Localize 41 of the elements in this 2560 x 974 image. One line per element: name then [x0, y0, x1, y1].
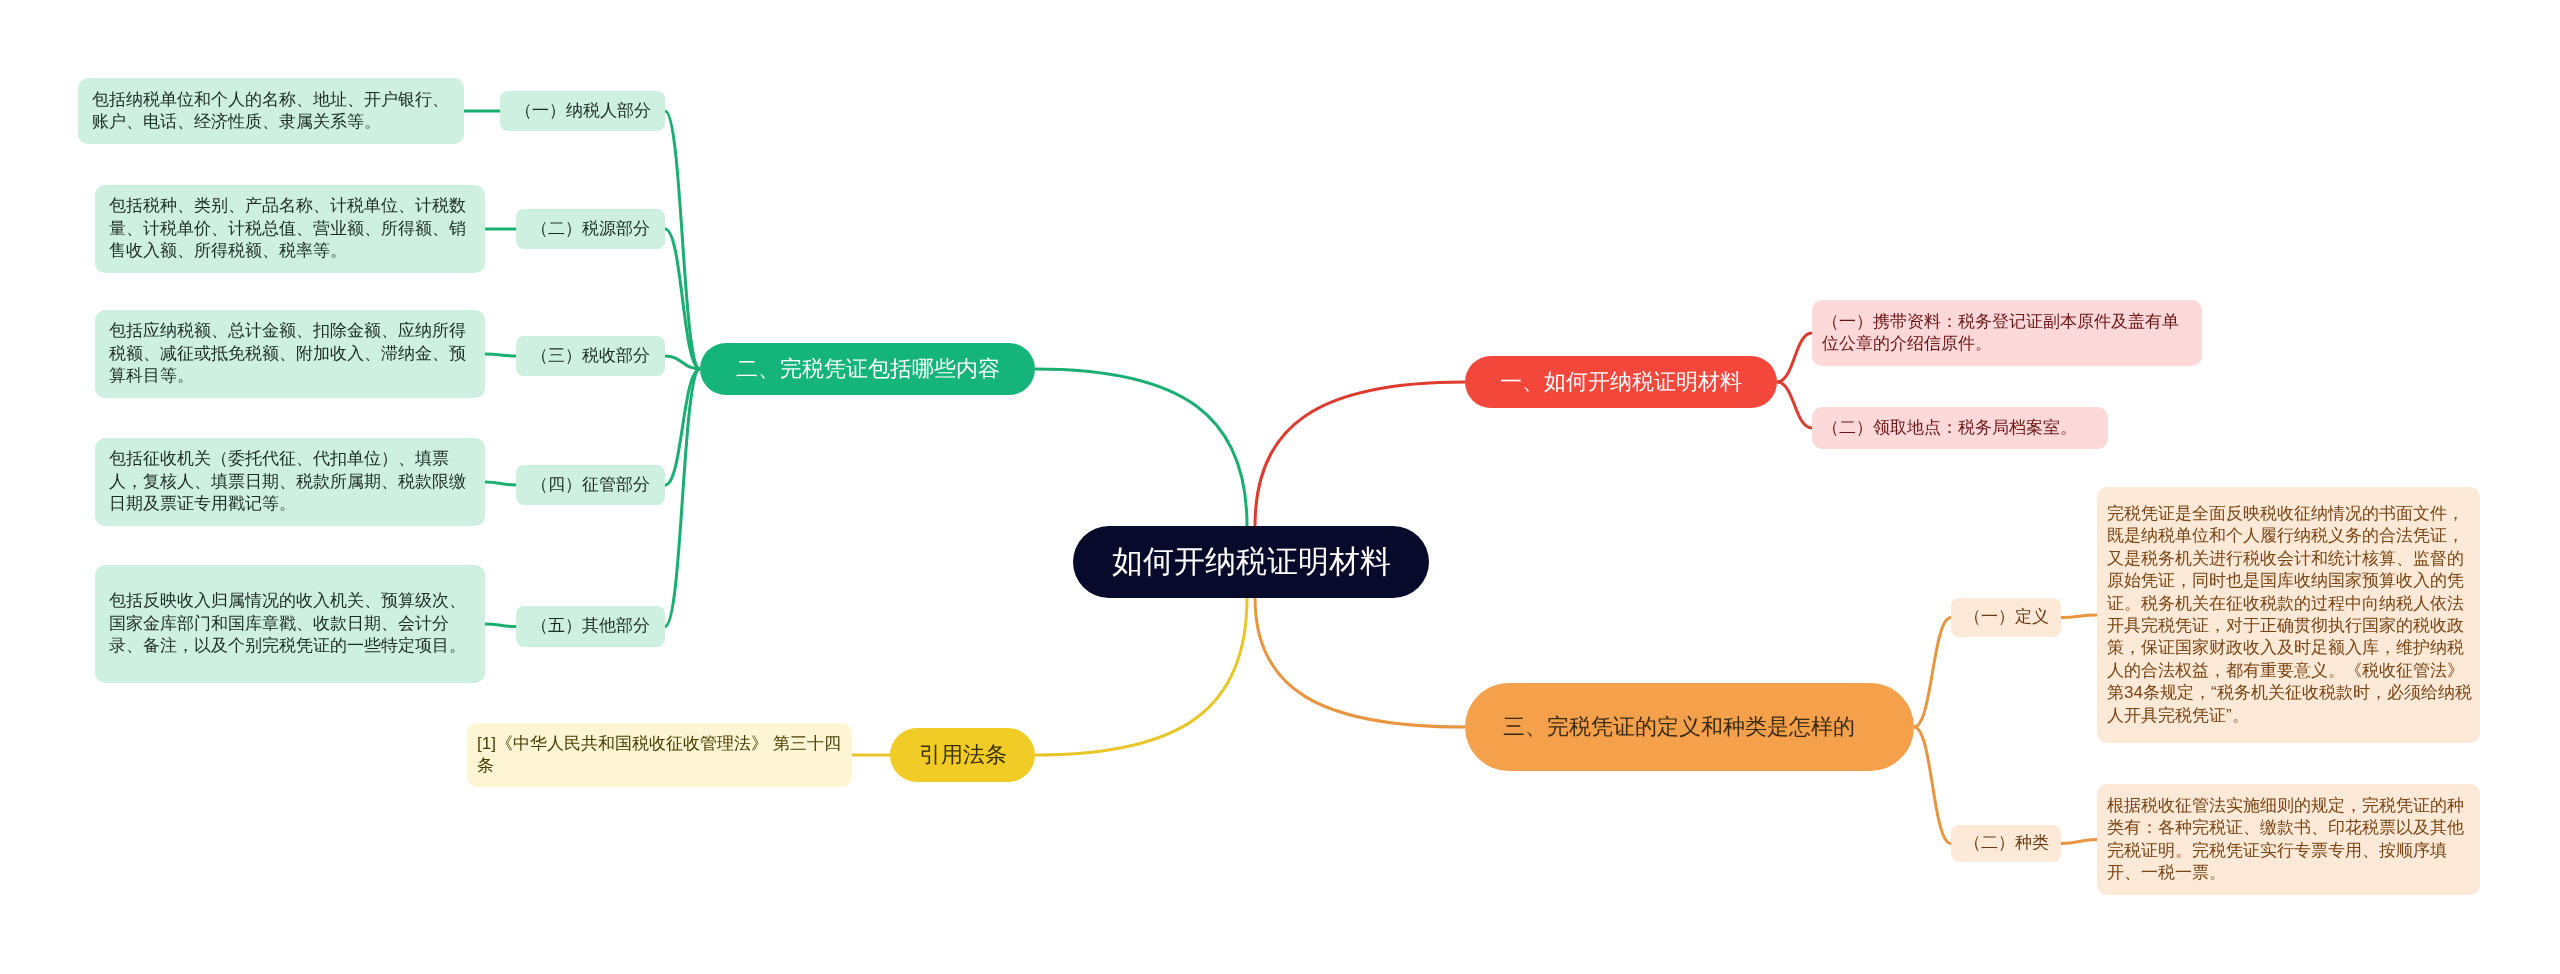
note-box: 包括应纳税额、总计金额、扣除金额、应纳所得税额、减征或抵免税额、附加收入、滞纳金、预算科目等。: [95, 310, 485, 398]
note-box: 根据税收征管法实施细则的规定，完税凭证的种类有：各种完税证、缴款书、印花税票以及其他完税证明。完税凭证实行专票专用、按顺序填开、一税一票。: [2097, 784, 2480, 895]
subtopic-box: （二）税源部分: [516, 209, 665, 249]
subtopic-box: （一）定义: [1951, 598, 2061, 637]
note-box: [1]《中华人民共和国税收征收管理法》 第三十四条: [467, 723, 852, 787]
branch-line: [2061, 613, 2097, 619]
subtopic-box: （一）纳税人部分: [500, 91, 665, 131]
topic-pill: 三、完税凭证的定义和种类是怎样的: [1465, 683, 1914, 771]
branch-line: [1913, 725, 1952, 845]
branch-line: [1253, 380, 1466, 527]
branch-line: [663, 110, 702, 370]
note-box: 包括征收机关（委托代征、代扣单位）、填票人，复核人、填票日期、税款所属期、税款限缴日期及票证专用戳记等。: [95, 438, 485, 526]
branch-line: [2060, 838, 2098, 845]
branch-line: [852, 753, 890, 757]
branch-line: [1913, 616, 1952, 729]
note-box: 包括纳税单位和个人的名称、地址、开户银行、账户、电话、经济性质、隶属关系等。: [78, 78, 464, 144]
subtopic-box: （三）税收部分: [516, 336, 665, 376]
branch-line: [484, 480, 517, 487]
subtopic-box: （二）种类: [1951, 825, 2061, 862]
note-box: （一）携带资料：税务登记证副本原件及盖有单位公章的介绍信原件。: [1812, 300, 2202, 366]
branch-line: [664, 367, 701, 487]
branch-line: [484, 622, 517, 628]
subtopic-box: （四）征管部分: [516, 465, 665, 505]
note-box: 完税凭证是全面反映税收征纳情况的书面文件，既是纳税单位和个人履行纳税义务的合法凭证，又是税务机关进行税收会计和统计核算、监督的原始凭证，同时也是国库收纳国家预算收入的凭证。税务机关在征收税款的过程中向纳税人依法开具完税凭证，对于正确贯彻执行国家的税收政策，保证国家财政收入及时足额入库，维护纳税人的合法权益，都有重要意义。《税收征管法》第34条规定，“税务机关征收税款时，必须给纳税人开具完税凭证”。: [2097, 487, 2480, 743]
note-box: 包括反映收入归属情况的收入机关、预算级次、国家金库部门和国库章戳、收款日期、会计分录、备注，以及个别完税凭证的一些特定项目。: [95, 565, 485, 683]
branch-line: [1776, 380, 1813, 430]
topic-pill: 二、完税凭证包括哪些内容: [700, 343, 1035, 395]
branch-line: [1034, 367, 1249, 527]
topic-pill: 引用法条: [890, 728, 1035, 782]
branch-line: [1776, 331, 1813, 384]
branch-line: [663, 368, 702, 628]
central-topic: 如何开纳税证明材料: [1073, 526, 1429, 598]
branch-line: [485, 352, 516, 358]
note-box: 包括税种、类别、产品名称、计税单位、计税数量、计税单价、计税总值、营业额、所得额、销售收入额、所得税额、税率等。: [95, 185, 485, 273]
note-box: （二）领取地点：税务局档案室。: [1812, 407, 2108, 449]
branch-line: [1034, 597, 1249, 757]
branch-line: [464, 109, 500, 113]
subtopic-box: （五）其他部分: [516, 606, 665, 647]
branch-line: [485, 227, 516, 231]
branch-line: [1253, 597, 1466, 729]
topic-pill: 一、如何开纳税证明材料: [1465, 356, 1777, 408]
